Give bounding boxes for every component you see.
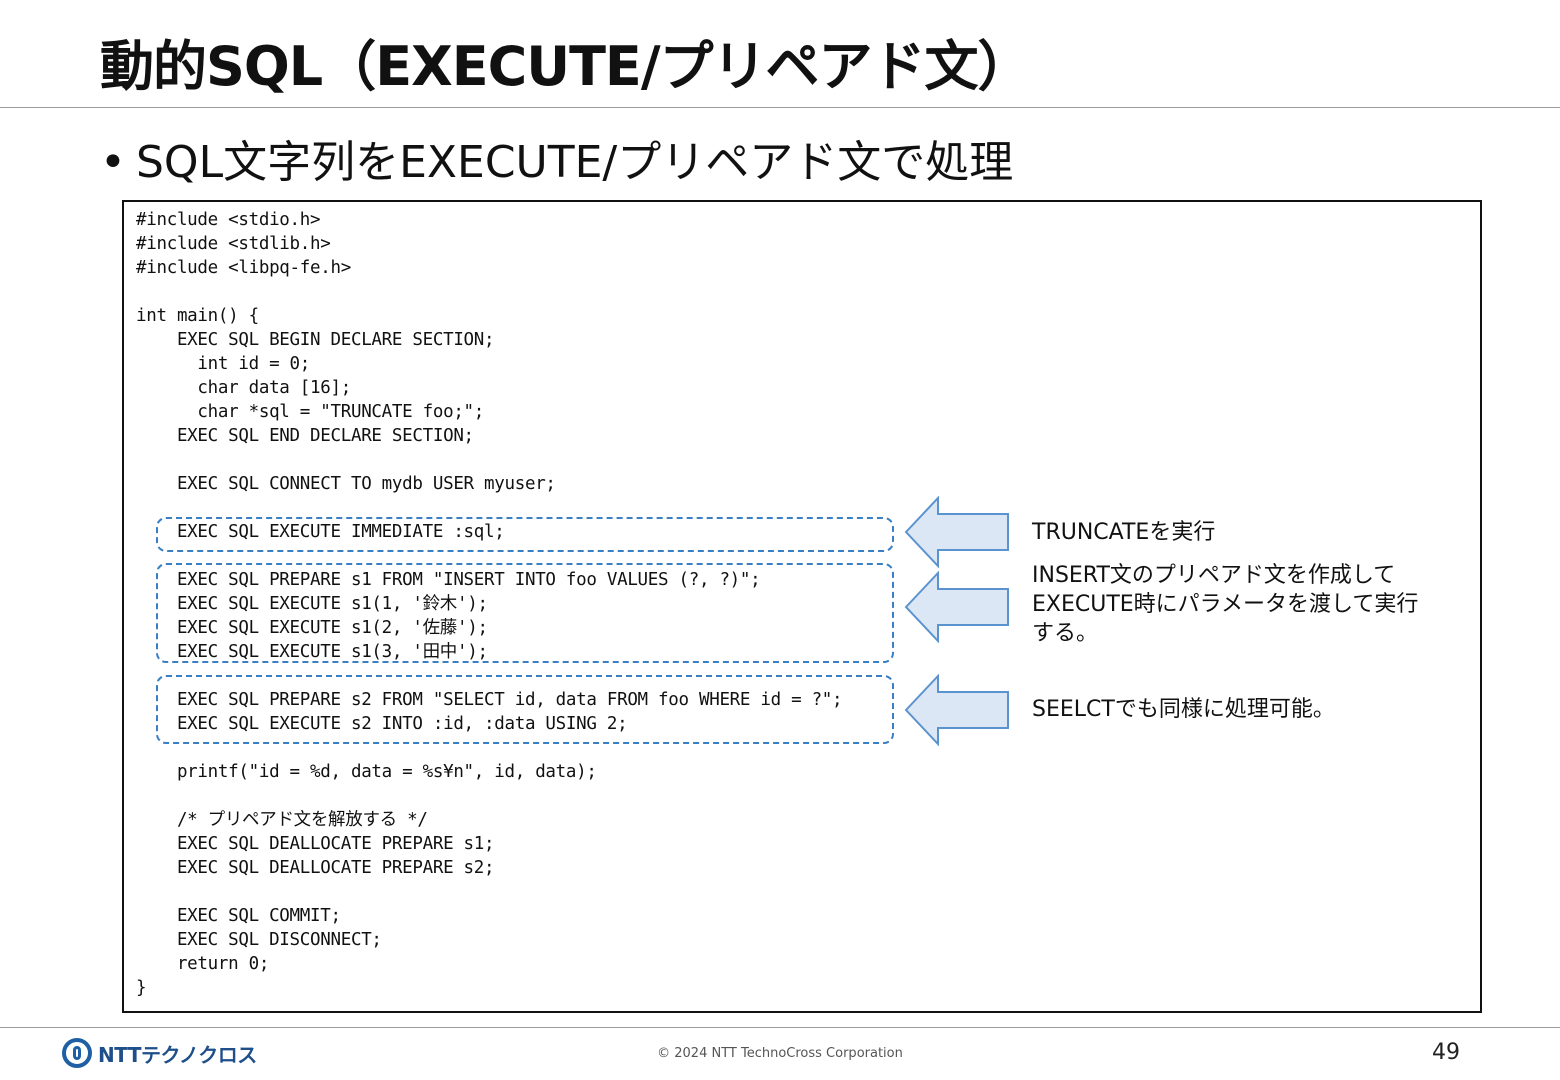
footer-divider [0,1027,1560,1028]
code-line [136,880,842,904]
callout-line: TRUNCATEを実行 [1032,520,1216,545]
code-line: int main() { [136,306,259,326]
code-line [136,784,842,808]
page-number: 49 [1432,1040,1460,1065]
code-line: return 0; [136,954,270,974]
callout-line: SEELCTでも同様に処理可能。 [1032,697,1335,722]
highlight-insert [156,563,894,663]
code-line: EXEC SQL EXECUTE IMMEDIATE :sql; [136,522,505,542]
code-line: int id = 0; [136,354,311,374]
copyright: © 2024 NTT TechnoCross Corporation [657,1046,903,1061]
code-line: EXEC SQL EXECUTE s1(3, '田中'); [136,642,488,662]
highlight-select [156,675,894,744]
code-line: EXEC SQL DEALLOCATE PREPARE s2; [136,858,495,878]
code-line: EXEC SQL EXECUTE s1(2, '佐藤'); [136,618,488,638]
code-line: /* プリペアド文を解放する */ [136,810,428,830]
title-divider [0,107,1560,108]
bullet-item: •SQL文字列をEXECUTE/プリペアド文で処理 [100,126,1013,190]
ntt-logo-icon [62,1038,92,1068]
code-line: EXEC SQL EXECUTE s2 INTO :id, :data USIN… [136,714,628,734]
code-line: EXEC SQL DISCONNECT; [136,930,382,950]
code-line: char *sql = "TRUNCATE foo;"; [136,402,485,422]
company-logo: NTTテクノクロス [62,1038,257,1068]
code-line: EXEC SQL END DECLARE SECTION; [136,426,474,446]
callout-line: する。 [1032,621,1099,646]
code-listing: #include <stdio.h> #include <stdlib.h> #in… [136,208,843,1000]
code-line: EXEC SQL EXECUTE s1(1, '鈴木'); [136,594,488,614]
code-line: EXEC SQL DEALLOCATE PREPARE s1; [136,834,495,854]
code-line: EXEC SQL CONNECT TO mydb USER myuser; [136,474,556,494]
logo-text: NTTテクノクロス [98,1042,257,1067]
callout-insert: INSERT文のプリペアド文を作成して EXECUTE時にパラメータを渡して実行… [1032,561,1418,648]
code-line [136,280,842,304]
slide-title: 動的SQL（EXECUTE/プリペアド文） [100,35,1032,98]
arrow-left-icon [904,674,1009,746]
callout-line: EXECUTE時にパラメータを渡して実行 [1032,592,1419,617]
bullet-dot-icon: • [100,137,126,188]
arrow-left-icon [904,496,1009,568]
code-line [136,448,842,472]
code-line: EXEC SQL BEGIN DECLARE SECTION; [136,330,495,350]
bullet-text: SQL文字列をEXECUTE/プリペアド文で処理 [136,137,1014,188]
callout-select: SEELCTでも同様に処理可能。 [1032,695,1335,724]
code-line: #include <stdio.h> [136,210,321,230]
code-line: } [136,978,147,998]
code-line: printf("id = %d, data = %s¥n", id, data)… [136,762,597,782]
callout-line: INSERT文のプリペアド文を作成して [1032,563,1396,588]
code-line: #include <stdlib.h> [136,234,331,254]
arrow-left-icon [904,571,1009,643]
highlight-truncate [156,517,894,552]
code-panel [122,200,1482,1013]
code-line: #include <libpq-fe.h> [136,258,351,278]
code-line: EXEC SQL PREPARE s2 FROM "SELECT id, dat… [136,690,843,710]
code-line: char data [16]; [136,378,351,398]
callout-truncate: TRUNCATEを実行 [1032,518,1215,547]
code-line: EXEC SQL COMMIT; [136,906,341,926]
code-line: EXEC SQL PREPARE s1 FROM "INSERT INTO fo… [136,570,761,590]
